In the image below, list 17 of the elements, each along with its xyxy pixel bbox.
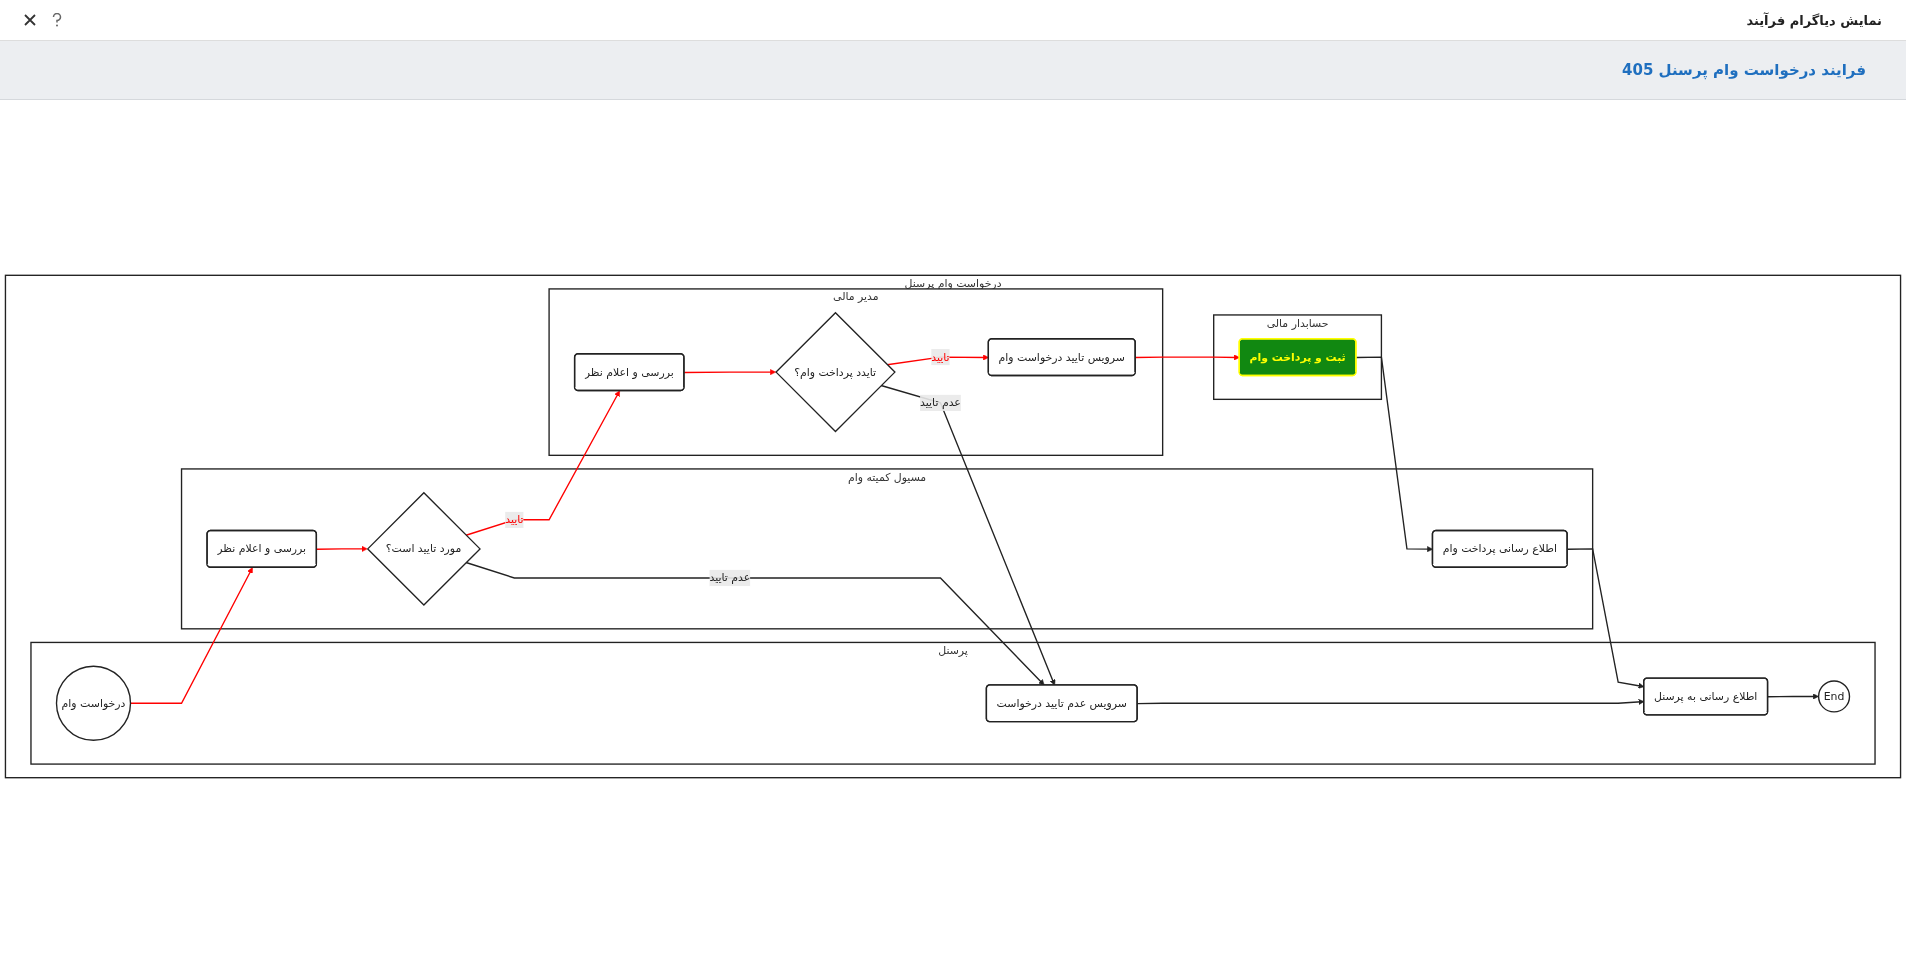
node-diamond: تایدد پرداخت وام؟ [775,311,896,433]
arrow [886,354,989,366]
process-title: فرایند درخواست وام پرسنل 405 [1622,61,1866,79]
edge-label: تایید [931,350,950,364]
edge-label: عدم تایید [920,396,961,409]
arrow [880,384,1056,686]
window-title: نمایش دیاگرام فرآیند [1746,12,1882,28]
arrow [465,561,1045,686]
arrow [1767,693,1819,700]
node-diamond: مورد تایید است؟ [366,491,481,606]
edge-label: تایید [505,512,524,526]
arrow [316,545,368,552]
node-circle: End [1817,680,1851,713]
arrow [465,390,620,536]
edge-label: عدم تایید [709,571,751,585]
node-circle: درخواست وام [55,665,132,741]
arrow [683,369,777,376]
